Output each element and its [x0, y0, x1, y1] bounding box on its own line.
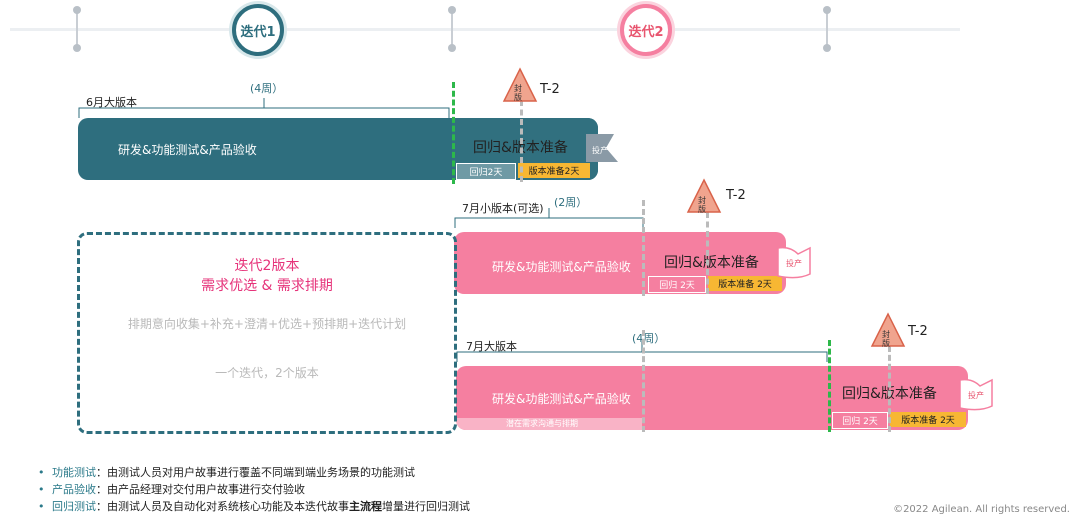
timeline-tick-dot [823, 44, 831, 52]
timeline-tick [76, 10, 78, 50]
legend-desc-after: 增量进行回归测试 [382, 500, 470, 513]
legend-desc: ：由测试人员对用户故事进行覆盖不同端到端业务场景的功能测试 [96, 466, 415, 479]
iteration-2-marker: 迭代2 [620, 4, 672, 56]
row3-seal-label: 封 版 [882, 330, 890, 348]
row1-dev-label: 研发&功能测试&产品验收 [118, 143, 257, 157]
iteration2-planning-box [77, 232, 457, 434]
row3-t-label: T-2 [908, 324, 928, 339]
row1-seal-label: 封 版 [514, 84, 522, 102]
legend-desc: ：由产品经理对交付用户故事进行交付验收 [96, 483, 305, 496]
row2-seal-icon [686, 178, 722, 213]
row1-weeks: (4周） [250, 82, 284, 95]
row1-version-label: 6月大版本 [86, 96, 137, 109]
legend-item-product-acceptance: •产品验收：由产品经理对交付用户故事进行交付验收 [38, 483, 305, 496]
timeline-tick-dot [73, 6, 81, 14]
row2-regress-tag: 回归 2天 [648, 276, 706, 293]
timeline-tick [826, 10, 828, 50]
row3-prep-tag: 版本准备 2天 [890, 412, 966, 427]
row2-seal-label: 封 版 [698, 196, 706, 214]
row1-bracket [78, 98, 450, 118]
timeline-tick [451, 10, 453, 50]
row2-boundary-line [642, 200, 645, 296]
iteration-1-label: 迭代1 [240, 24, 276, 40]
row1-prep-tag: 版本准备2天 [518, 163, 590, 178]
timeline-tick-dot [823, 6, 831, 14]
iteration-1-marker: 迭代1 [232, 4, 284, 56]
row3-release-flag [959, 378, 993, 411]
legend-item-regression-test: •回归测试：由测试人员及自动化对系统核心功能及本迭代故事主流程增量进行回归测试 [38, 500, 470, 513]
row1-seal-icon [502, 67, 538, 102]
legend-desc: ：由测试人员及自动化对系统核心功能及本迭代故事 [96, 500, 349, 513]
row1-release-flag [586, 134, 618, 162]
iteration-2-label: 迭代2 [628, 24, 664, 40]
timeline-tick-dot [448, 44, 456, 52]
copyright: ©2022 Agilean. All rights reserved. [893, 504, 1070, 515]
row1-t-label: T-2 [540, 82, 560, 97]
row3-seal-line [888, 346, 891, 432]
row1-green-marker [452, 82, 455, 184]
row3-sub-label: 潜在需求沟通与排期 [506, 419, 578, 428]
row2-seal-line [706, 212, 709, 294]
legend-item-functional-test: •功能测试：由测试人员对用户故事进行覆盖不同端到端业务场景的功能测试 [38, 466, 415, 479]
box-title-line2: 需求优选 & 需求排期 [201, 278, 333, 294]
row3-dev-label: 研发&功能测试&产品验收 [492, 392, 631, 406]
row1-seal-line [520, 100, 523, 182]
row2-t-label: T-2 [726, 188, 746, 203]
row1-release-label: 投产 [592, 146, 608, 155]
timeline-axis [10, 28, 960, 31]
row3-version-label: 7月大版本 [466, 340, 517, 353]
row3-green-marker [828, 340, 831, 432]
row3-regress-tag: 回归 2天 [832, 412, 888, 429]
row3-boundary-line [642, 330, 645, 432]
row3-release-label: 投产 [968, 391, 984, 400]
row2-release-flag [777, 246, 811, 279]
row2-release-label: 投产 [786, 259, 802, 268]
box-activities: 排期意向收集+补充+澄清+优选+预排期+迭代计划 [127, 317, 407, 331]
row1-regress-tag: 回归2天 [456, 163, 516, 180]
row2-dev-label: 研发&功能测试&产品验收 [492, 260, 631, 274]
row2-bracket [454, 208, 644, 228]
row3-sub-bar [456, 418, 642, 430]
row2-weeks: (2周） [554, 196, 588, 209]
legend-term: 回归测试 [52, 500, 96, 513]
legend-term: 产品验收 [52, 483, 96, 496]
timeline-tick-dot [73, 44, 81, 52]
legend-bold: 主流程 [349, 500, 382, 513]
row3-seal-icon [870, 312, 906, 347]
row3-weeks: (4周） [632, 332, 666, 345]
box-note: 一个迭代，2个版本 [215, 366, 319, 380]
row2-version-label: 7月小版本(可选) [462, 202, 544, 215]
legend-term: 功能测试 [52, 466, 96, 479]
row2-prep-tag: 版本准备 2天 [708, 276, 782, 291]
row2-regress-title: 回归&版本准备 [664, 255, 759, 271]
timeline-tick-dot [448, 6, 456, 14]
box-title-line1: 迭代2版本 [234, 258, 300, 274]
